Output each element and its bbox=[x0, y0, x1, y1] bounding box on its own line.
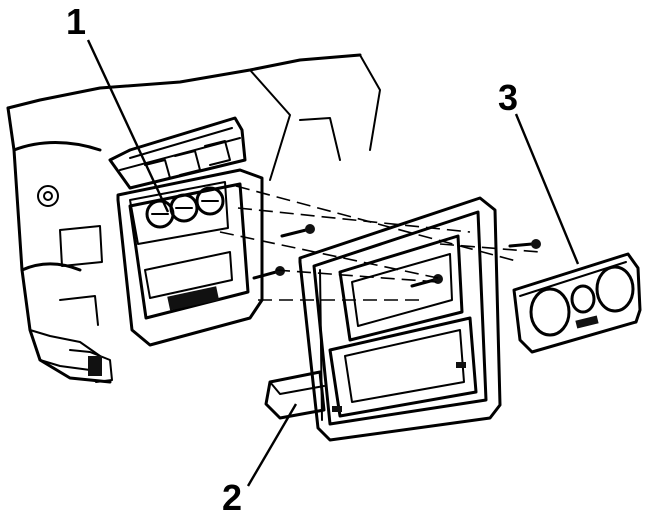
dashboard-body bbox=[6, 53, 381, 384]
callout-leaders bbox=[86, 39, 580, 487]
gauge-cover-plate bbox=[512, 252, 642, 354]
callout-label-1: 1 bbox=[66, 1, 87, 42]
callout-label-3: 3 bbox=[498, 77, 519, 118]
callout-label-2: 2 bbox=[222, 477, 243, 518]
air-vent-grille bbox=[108, 116, 247, 190]
bezel-trim-frame bbox=[264, 196, 502, 442]
climate-control-unit bbox=[116, 168, 264, 347]
